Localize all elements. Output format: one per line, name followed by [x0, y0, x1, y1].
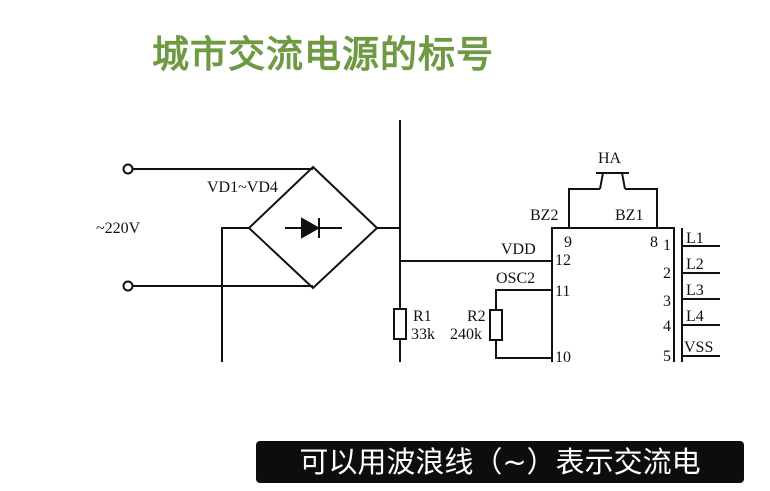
vdd-label: VDD	[501, 241, 536, 258]
wire-bz2	[568, 188, 600, 228]
r2-name-label: R2	[467, 308, 486, 325]
bz1-label: BZ1	[615, 207, 643, 224]
subtitle-caption: 可以用波浪线（~）表示交流电	[256, 441, 744, 483]
wires	[122, 120, 720, 362]
ic-body	[551, 227, 675, 362]
r2-value-label: 240k	[450, 326, 482, 343]
vss-label: VSS	[684, 339, 713, 356]
r1-name-label: R1	[413, 308, 432, 325]
pin-5-label: 5	[663, 348, 671, 365]
bz2-label: BZ2	[530, 207, 558, 224]
pin-1-label: 1	[663, 237, 671, 254]
osc2-label: OSC2	[496, 270, 535, 287]
pin-4-label: 4	[663, 318, 671, 335]
wire-bz1	[625, 188, 658, 228]
l2-label: L2	[686, 256, 704, 273]
pin-8-label: 8	[650, 234, 658, 251]
resistor-r1	[393, 308, 407, 340]
buzzer-ha	[599, 172, 626, 190]
terminal-bottom	[122, 280, 134, 292]
bridge-rectifier	[247, 165, 379, 290]
diode-triangle	[301, 217, 321, 239]
pin-3-label: 3	[663, 293, 671, 310]
bridge-label: VD1~VD4	[207, 179, 278, 196]
ac-source-label: ~220V	[96, 220, 141, 237]
l4-label: L4	[686, 308, 704, 325]
l1-label: L1	[686, 230, 704, 247]
terminal-top	[122, 163, 134, 175]
pin-10-label: 10	[555, 349, 571, 366]
wire-bridge-left	[221, 227, 249, 362]
resistor-r2	[489, 309, 503, 341]
pin-2-label: 2	[663, 265, 671, 282]
page-title: 城市交流电源的标号	[152, 33, 494, 76]
pin-9-label: 9	[564, 234, 572, 251]
l3-label: L3	[686, 282, 704, 299]
buzzer-label: HA	[598, 150, 622, 167]
pin-12-label: 12	[555, 252, 571, 269]
pin-11-label: 11	[555, 283, 570, 300]
wire-r2-loop	[495, 289, 552, 359]
r1-value-label: 33k	[411, 326, 435, 343]
